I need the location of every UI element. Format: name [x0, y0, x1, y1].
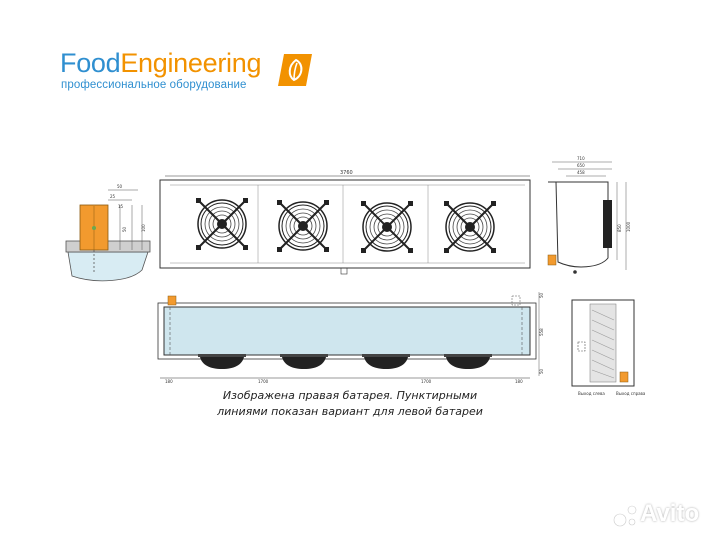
label-outlet-left: Выход слева [578, 391, 605, 396]
dim-height-inner: 850 [617, 224, 622, 232]
leaf-logo-icon [278, 54, 312, 86]
fan-icon [276, 199, 330, 253]
brand-name-engineering: Engineering [120, 48, 262, 78]
dim-depth-total: 710 [577, 156, 585, 161]
label-outlet-right: Выход справа [616, 391, 646, 396]
fan-icon [443, 200, 497, 254]
dim-depth-inner: 458 [577, 170, 585, 175]
plan-view: 180 1700 1700 180 50 558 50 [157, 292, 544, 384]
drawing-caption: Изображена правая батарея. Пунктирными л… [200, 388, 500, 420]
fan-motor-icon [198, 354, 246, 369]
end-view: Выход слева Выход справа [571, 299, 646, 396]
dim-fan-spacing-1: 1700 [258, 379, 269, 384]
brand-tagline: профессиональное оборудование [61, 79, 247, 91]
dim-depth-mid: 650 [577, 163, 585, 168]
dim-height-total: 1000 [626, 221, 631, 232]
fan-motor-icon [280, 354, 328, 369]
dim-end-right: 180 [515, 379, 523, 384]
dim-total-length: 3760 [340, 170, 353, 176]
dim-plan-offset-bottom: 50 [539, 368, 544, 374]
dim-end-left: 180 [165, 379, 173, 384]
mounting-detail: 50 25 15 50 100 [65, 184, 151, 282]
brand-logo: FoodEngineering [60, 48, 261, 78]
side-view: 710 650 458 850 1000 [547, 156, 631, 274]
dim-detail-50-side: 50 [122, 226, 127, 232]
fan-icon [360, 200, 414, 254]
caption-line-2: линиями показан вариант для левой батаре… [217, 405, 483, 418]
dim-detail-100: 100 [141, 224, 146, 232]
front-view: 3760 [159, 170, 531, 275]
brand-name-food: Food [60, 48, 121, 78]
brand-name: FoodEngineering [60, 48, 261, 78]
dim-plan-depth: 558 [539, 328, 544, 336]
dim-detail-15: 15 [118, 204, 124, 209]
caption-line-1: Изображена правая батарея. Пунктирными [222, 389, 478, 402]
fan-motor-icon [444, 354, 492, 369]
dim-fan-spacing-2: 1700 [421, 379, 432, 384]
fan-motor-icon [362, 354, 410, 369]
avito-watermark: Avito [640, 500, 700, 527]
dim-detail-50-top: 50 [117, 184, 123, 189]
dim-plan-offset: 50 [539, 292, 544, 298]
avito-dots-icon [613, 505, 637, 527]
dim-detail-25: 25 [110, 194, 116, 199]
fan-icon [195, 197, 249, 251]
